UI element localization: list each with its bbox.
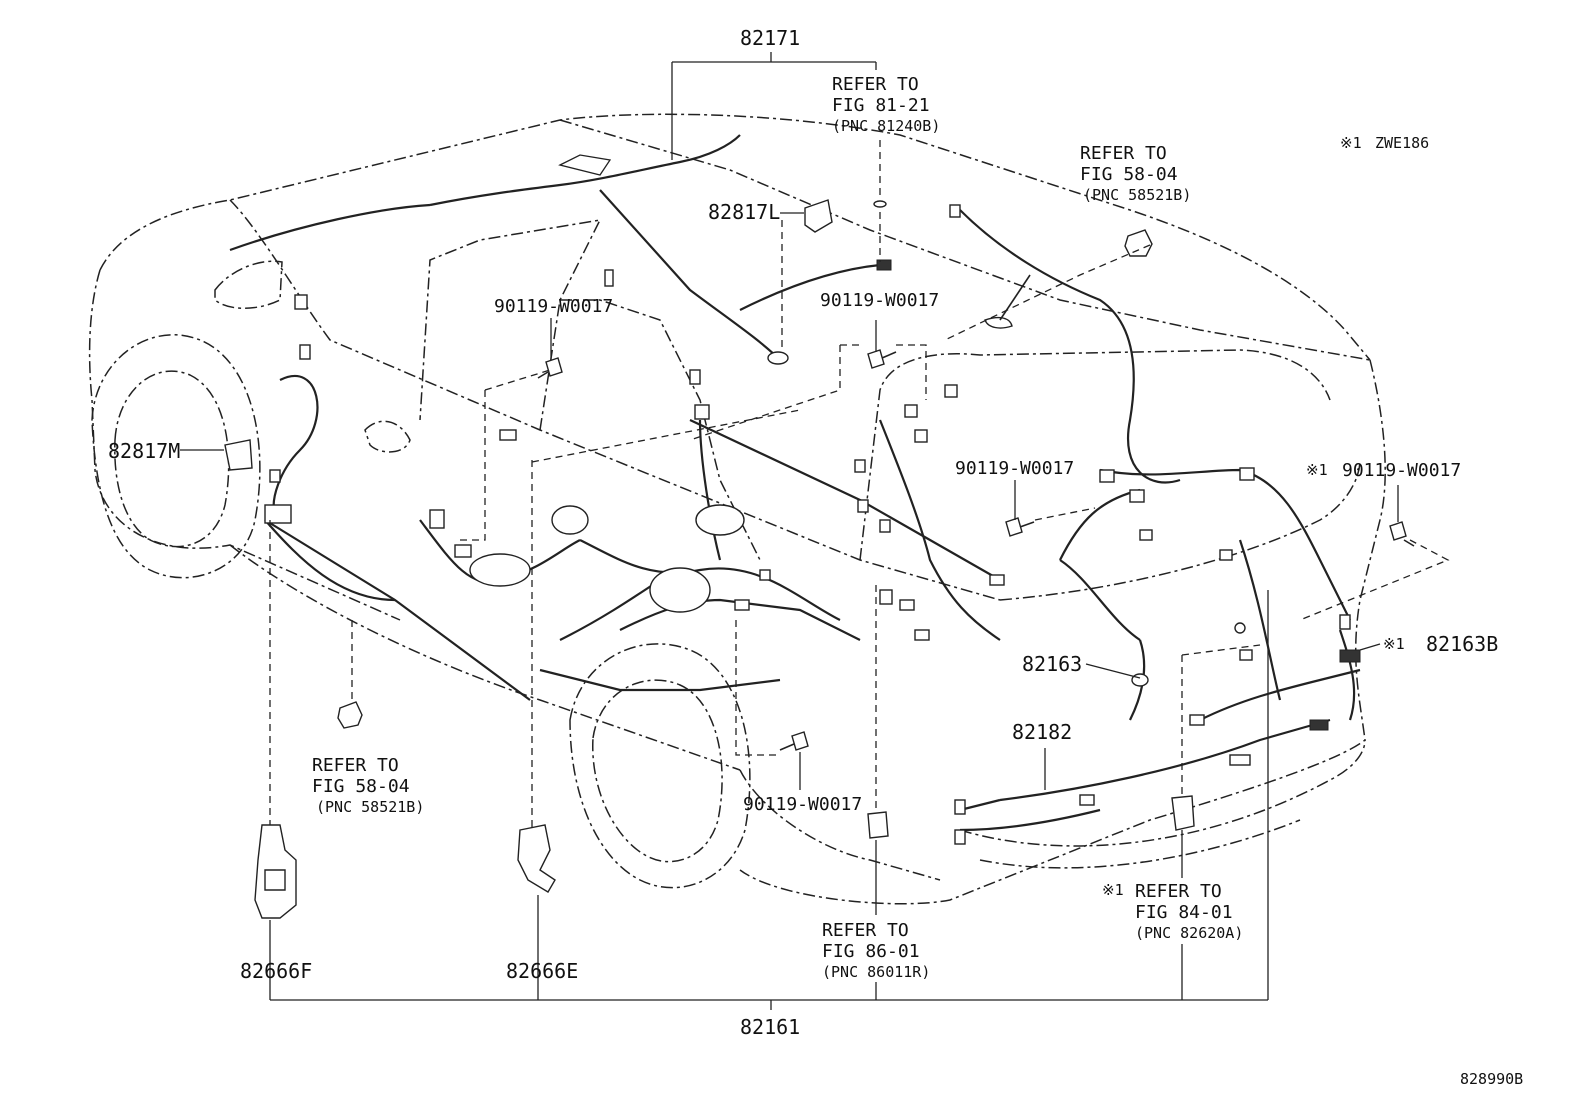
fastener-label-1: 90119-W0017 (494, 296, 614, 317)
variant-mark: ※1 (1340, 134, 1362, 152)
fastener-label-3: 90119-W0017 (955, 458, 1075, 479)
bolt-icon-5 (779, 731, 809, 751)
connector-86011R (867, 811, 889, 839)
clip-82817L (804, 199, 833, 233)
refer-to-label-81: REFER TO (832, 74, 919, 95)
fastener-label-2: 90119-W0017 (820, 290, 940, 311)
pnc-58521B-left: (PNC 58521B) (316, 798, 425, 816)
sensor-58521B-top (1124, 229, 1153, 257)
figure-ref-58-04-top: FIG 58-04 (1080, 164, 1178, 185)
refer-to-label-58-left: REFER TO (312, 755, 399, 776)
variant-mark-2: ※1 (1306, 461, 1328, 479)
front-wheel (91, 334, 261, 579)
part-number-82163B: 82163B (1426, 632, 1499, 656)
figure-ref-81-21: FIG 81-21 (832, 95, 930, 116)
harness-clusters (469, 200, 1246, 687)
figure-ref-84-01: FIG 84-01 (1135, 902, 1233, 923)
illustration-code: 828990B (1460, 1070, 1524, 1088)
pnc-81240B: (PNC 81240B) (832, 117, 941, 135)
pnc-82620A: (PNC 82620A) (1135, 924, 1244, 942)
bolt-icon-3 (1005, 517, 1035, 537)
variant-code: ZWE186 (1375, 134, 1430, 152)
bolt-icon-1 (537, 357, 563, 379)
pnc-86011R: (PNC 86011R) (822, 963, 931, 981)
part-number-82817M: 82817M (108, 439, 181, 463)
part-number-82171: 82171 (740, 26, 801, 50)
leader-lines (180, 52, 1399, 1010)
roof-harness-82171 (229, 134, 892, 361)
connectors (264, 204, 1351, 845)
part-number-82666E: 82666E (506, 959, 579, 983)
sensor-58521B-left (337, 701, 363, 729)
bracket-82666E (517, 824, 556, 893)
part-number-82161: 82161 (740, 1015, 801, 1039)
refer-to-label-86: REFER TO (822, 920, 909, 941)
bolt-icon-4 (1389, 521, 1415, 547)
floor-harness-82161 (264, 374, 1001, 701)
variant-mark-4: ※1 (1102, 881, 1124, 899)
part-number-82817L: 82817L (708, 200, 781, 224)
refer-to-label-58-top: REFER TO (1080, 143, 1167, 164)
fastener-label-4: 90119-W0017 (1342, 460, 1462, 481)
figure-ref-86-01: FIG 86-01 (822, 941, 920, 962)
variant-mark-3: ※1 (1383, 635, 1405, 653)
bolt-icon-2 (867, 349, 897, 369)
pnc-58521B-top: (PNC 58521B) (1083, 186, 1192, 204)
part-number-82182: 82182 (1012, 720, 1073, 744)
antenna (984, 274, 1031, 329)
clip-82817M (224, 439, 253, 471)
figure-ref-58-04-left: FIG 58-04 (312, 776, 410, 797)
refer-to-label-84: REFER TO (1135, 881, 1222, 902)
dashed-reference-lines (269, 140, 1450, 830)
rear-wheel (569, 643, 751, 889)
fastener-label-5: 90119-W0017 (743, 794, 863, 815)
connector-82620A (1171, 795, 1195, 831)
part-number-82163: 82163 (1022, 652, 1083, 676)
part-number-82666F: 82666F (240, 959, 313, 983)
bracket-82666F (254, 824, 297, 919)
